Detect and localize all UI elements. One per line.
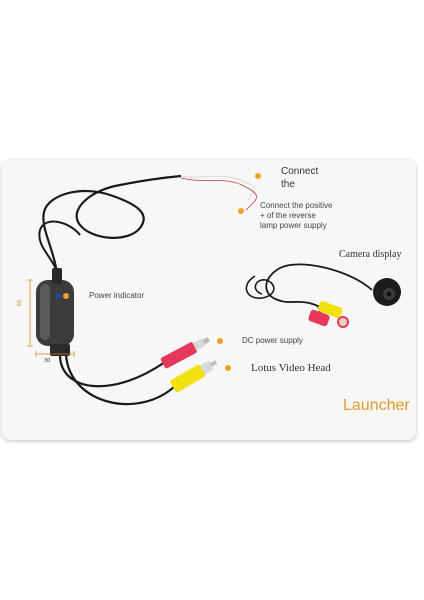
- marker-dc: [217, 338, 223, 344]
- label-positive-line1: Connect the positive: [260, 201, 333, 210]
- marker-lotus: [225, 365, 231, 371]
- power-indicator-led: [55, 293, 61, 299]
- power-lead-wire-white: [180, 175, 255, 201]
- camera-cable-loop: [245, 275, 275, 299]
- marker-power-indicator: [63, 293, 69, 299]
- label-positive: Connect the positive + of the reverse la…: [260, 201, 333, 231]
- camera-connectors: [308, 301, 349, 328]
- main-cable-loop: [38, 220, 81, 284]
- dimension-height-text: 65: [17, 299, 24, 307]
- cable-to-video-plug: [64, 354, 177, 406]
- cable-to-dc-plug: [58, 354, 166, 388]
- label-dc-power: DC power supply: [242, 336, 303, 345]
- label-positive-line2: + of the reverse: [260, 211, 316, 220]
- label-connect: Connect the: [281, 166, 318, 191]
- marker-connect: [255, 173, 261, 179]
- label-connect-line1: Connect: [281, 166, 319, 177]
- label-lotus-video-head: Lotus Video Head: [251, 362, 331, 374]
- label-connect-line2: the: [281, 178, 295, 190]
- rca-video-plug: [170, 360, 218, 393]
- main-cable: [42, 174, 182, 284]
- receiver-module-highlight: [40, 284, 50, 340]
- label-positive-line3: lamp power supply: [260, 221, 327, 230]
- power-lead-wire-red: [180, 177, 258, 211]
- label-camera-display: Camera display: [339, 249, 402, 260]
- brand-launcher: Launcher: [343, 397, 410, 414]
- dc-power-plug: [160, 337, 211, 369]
- marker-positive: [238, 208, 244, 214]
- module-bottom-boot: [50, 344, 70, 356]
- dimension-width-text: 30: [44, 358, 51, 364]
- module-cable-boot: [52, 268, 62, 284]
- camera-body: [373, 278, 401, 306]
- label-power-indicator: Power indicator: [89, 291, 145, 300]
